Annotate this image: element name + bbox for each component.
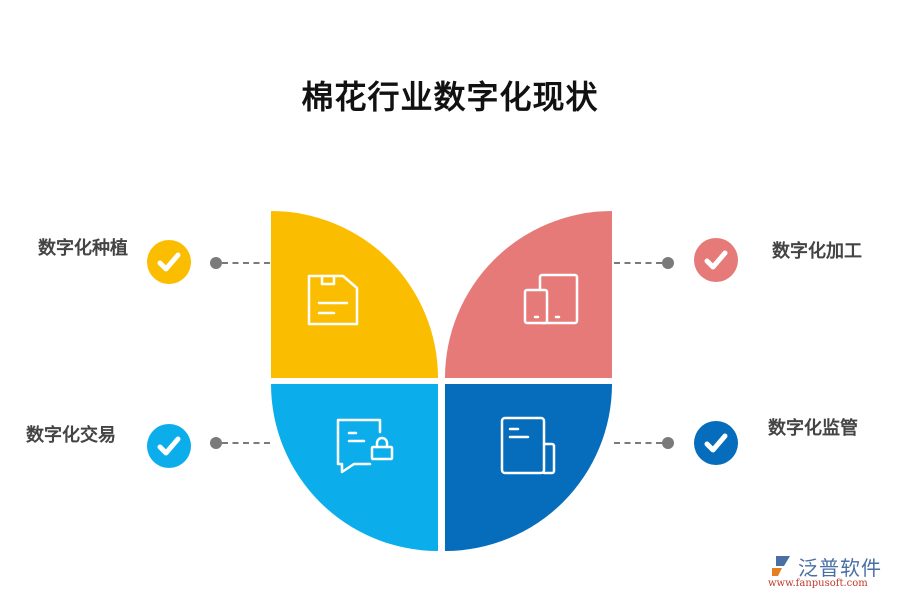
check-icon [147,424,191,468]
devices-icon [523,273,579,325]
petal-processing [445,211,612,378]
check-icon [694,238,738,282]
item-label-processing: 数字化加工 [772,241,862,262]
item-label-supervision: 数字化监管 [768,418,858,439]
page-title: 棉花行业数字化现状 [301,78,599,116]
petal-trading [271,384,438,551]
item-label-planting: 数字化种植 [38,238,128,259]
connector-planting [210,257,270,269]
connector-supervision [614,437,674,449]
check-icon [694,421,738,465]
petal-supervision [445,384,612,551]
message-lock-icon [336,418,394,474]
petal-planting [271,211,438,378]
floppy-disk-icon [307,274,359,326]
document-icon [500,416,556,475]
logo-name: 泛普软件 [798,556,882,580]
check-icon [147,240,191,284]
logo-mark-icon [772,556,790,576]
logo-url: www.fanpusoft.com [768,578,868,589]
connector-processing [614,257,674,269]
brand-logo: 泛普软件 www.fanpusoft.com [768,552,894,592]
item-label-trading: 数字化交易 [26,425,116,446]
connector-trading [210,437,270,449]
